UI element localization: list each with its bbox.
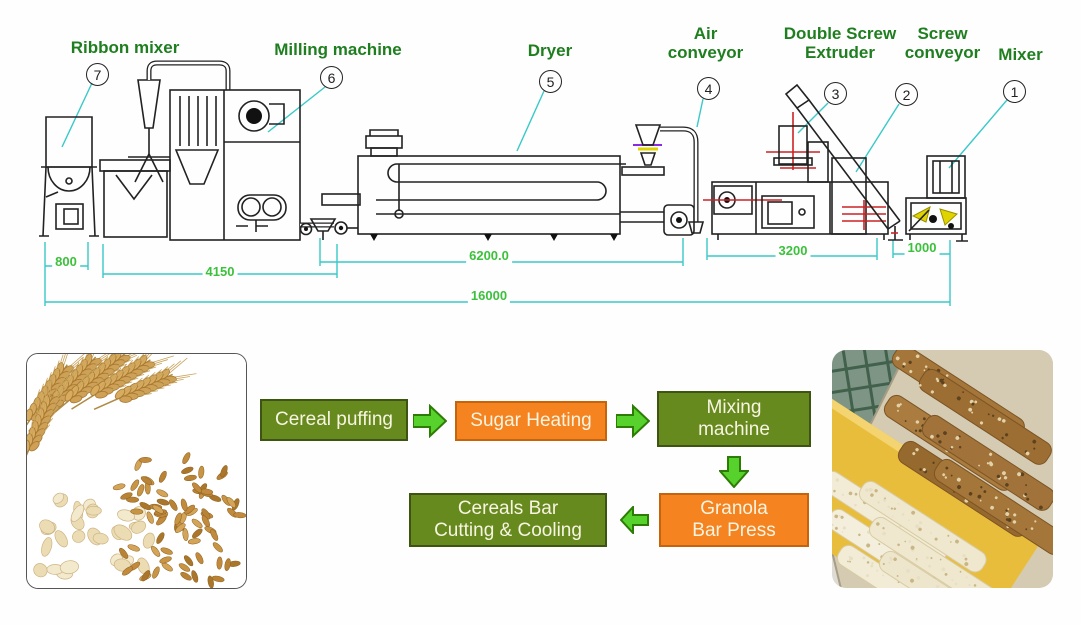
callout-number-5: 5: [539, 70, 562, 93]
label-screw-conveyor: Screw conveyor: [904, 24, 981, 63]
flow-arrow-left: [620, 506, 649, 534]
raw-grains-art: [27, 354, 246, 588]
raw-grains-photo: [26, 353, 247, 589]
screw-conveyor-drawing: [784, 83, 903, 241]
white-bars: [832, 470, 1007, 588]
dimension-4150: 4150: [202, 264, 238, 279]
flow-step-mixing-machine: Mixing machine: [657, 391, 811, 447]
cereal-bars-photo: [832, 350, 1053, 588]
callout-number-1: 1: [1003, 80, 1026, 103]
dimension-3200: 3200: [775, 243, 811, 258]
label-milling-machine: Milling machine: [274, 40, 402, 59]
ribbon-mixer-drawing: [39, 116, 99, 237]
leader-lines: [61, 82, 1008, 173]
oat-flakes: [33, 492, 155, 580]
label-ribbon-mixer: Ribbon mixer: [70, 38, 180, 57]
callout-number-3: 3: [824, 82, 847, 105]
brown-bars: [883, 350, 1053, 555]
cereal-bars-art: [832, 350, 1053, 588]
callout-number-2: 2: [895, 83, 918, 106]
callout-number-6: 6: [320, 66, 343, 89]
milling-machine-drawing: [99, 60, 334, 241]
callout-number-7: 7: [86, 63, 109, 86]
flow-arrow-right-1: [413, 404, 447, 438]
flow-arrow-down: [719, 456, 749, 488]
flow-step-cereal-puffing: Cereal puffing: [260, 399, 408, 441]
flow-step-sugar-heating: Sugar Heating: [455, 401, 607, 441]
grain-pile: [112, 452, 246, 588]
double-screw-extruder-drawing: [703, 112, 889, 240]
flow-arrow-right-2: [616, 404, 650, 438]
mixer-drawing: [905, 155, 968, 242]
flow-step-granola-bar-press: Granola Bar Press: [659, 493, 809, 547]
dimension-800: 800: [52, 254, 80, 269]
dryer-drawing: [309, 124, 695, 241]
dimension-16000: 16000: [467, 288, 511, 303]
dimension-6200: 6200.0: [466, 248, 512, 263]
label-dryer: Dryer: [527, 41, 573, 60]
dimension-1000: 1000: [904, 240, 940, 255]
callout-number-4: 4: [697, 77, 720, 100]
label-mixer: Mixer: [998, 45, 1043, 64]
label-air-conveyor: Air conveyor: [667, 24, 744, 63]
wheat-ears: [27, 354, 197, 476]
air-conveyor-drawing: [660, 126, 705, 234]
label-double-screw-extruder: Double Screw Extruder: [783, 24, 897, 63]
flow-step-cereals-bar-cutting-cooling: Cereals Bar Cutting & Cooling: [409, 493, 607, 547]
